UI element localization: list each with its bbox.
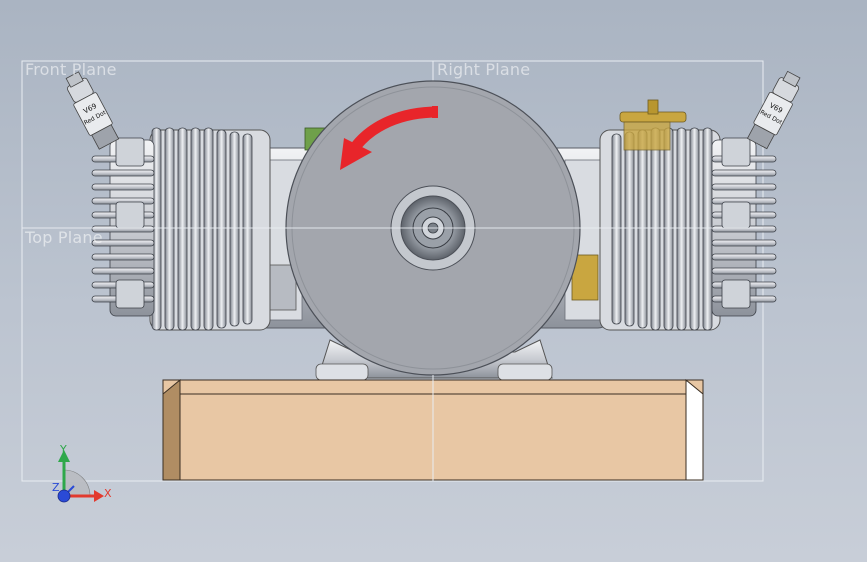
- top-plane-label[interactable]: Top Plane: [25, 228, 103, 247]
- triad-y-label: Y: [59, 443, 67, 456]
- right-spark-plug[interactable]: V69 Red Dot: [746, 69, 806, 150]
- rotation-arrow-icon: [340, 106, 439, 170]
- triad-z-label: Z: [52, 481, 60, 494]
- left-cylinder[interactable]: [91, 127, 271, 331]
- left-spark-plug[interactable]: V69 Red Dot: [61, 69, 121, 150]
- right-plane-label[interactable]: Right Plane: [437, 60, 531, 79]
- right-cylinder[interactable]: [599, 99, 777, 331]
- right-cylinder-head[interactable]: [711, 137, 777, 317]
- gear-icon: [619, 99, 687, 151]
- reference-triad[interactable]: Y X Z: [52, 443, 112, 503]
- left-cylinder-head[interactable]: [91, 137, 155, 317]
- front-plane-label[interactable]: Front Plane: [25, 60, 117, 79]
- triad-x-label: X: [104, 487, 112, 500]
